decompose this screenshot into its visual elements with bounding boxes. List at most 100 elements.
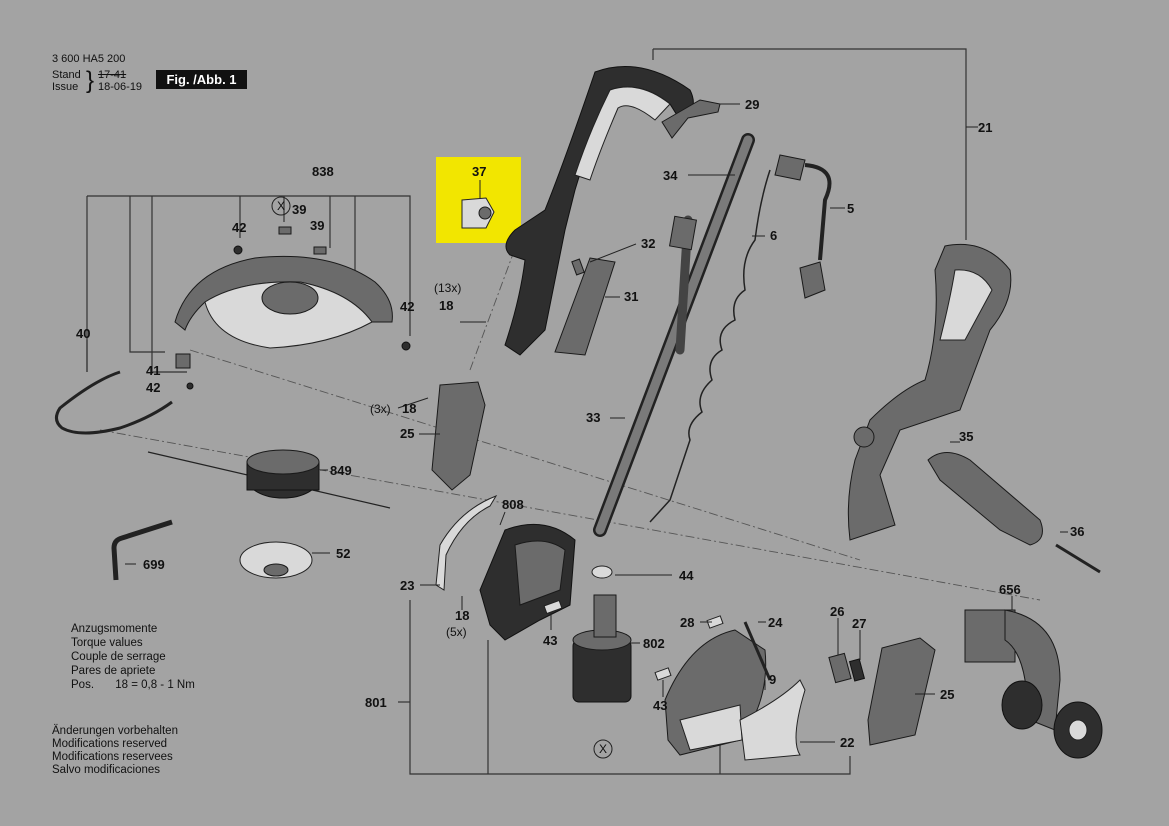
part-label-42: 42	[232, 220, 246, 235]
wheel-656-hub	[1068, 719, 1088, 741]
group-bracket-21	[653, 48, 967, 240]
part-label-9: 9	[769, 672, 776, 687]
handle-half-21-right-inner	[939, 269, 993, 341]
allen-key-699	[111, 519, 173, 581]
plug-5	[774, 154, 806, 181]
part-label-39: 39	[310, 218, 324, 233]
spool-cap-52-center	[263, 563, 289, 577]
part-label-44: 44	[679, 568, 694, 583]
pin-28	[706, 615, 724, 629]
group-bracket-838	[151, 196, 187, 373]
modifications-line: Änderungen vorbehalten	[52, 725, 178, 737]
brace-glyph: }	[86, 67, 95, 94]
torque-line: Torque values	[71, 637, 143, 649]
spool-cap-52	[239, 541, 313, 579]
assembly-axis	[469, 234, 521, 371]
part-label-22: 22	[840, 735, 854, 750]
part-label-838: 838	[312, 164, 334, 179]
document-header: 3 600 HA5 200 Stand Issue } 17-41 18-06-…	[52, 53, 142, 93]
hinge-21	[853, 426, 875, 448]
torque-pos-row: Pos. 18 = 0,8 - 1 Nm	[71, 678, 195, 692]
spring-27	[848, 658, 866, 682]
tube-33-highlight	[595, 135, 753, 535]
part-label-52: 52	[336, 546, 350, 561]
modifications-line: Salvo modificaciones	[52, 764, 161, 776]
part-label-18: 18	[439, 298, 453, 313]
stand-label: Stand	[52, 69, 81, 81]
part-label-24: 24	[768, 615, 783, 630]
part-label-35: 35	[959, 429, 973, 444]
part-label-25: 25	[940, 687, 954, 702]
bracket-41	[175, 353, 191, 369]
guard-838-inner	[204, 281, 373, 349]
part-label-28: 28	[680, 615, 694, 630]
part-label-699: 699	[143, 557, 165, 572]
screw-42	[186, 382, 194, 390]
knob-37-center	[478, 206, 492, 220]
torque-line: Couple de serrage	[71, 651, 166, 663]
part-label-39: 39	[292, 202, 306, 217]
plug-5-end	[799, 261, 826, 299]
figure-label: Fig. /Abb. 1	[156, 70, 247, 89]
part-label-41: 41	[146, 363, 160, 378]
x-marker	[271, 196, 291, 216]
wheel-kit-656-bracket	[1004, 609, 1061, 731]
part-label-qty-5x: (5x)	[446, 625, 467, 639]
modifications-line: Modifications reserved	[52, 738, 168, 750]
edge-guide-40	[55, 370, 173, 435]
torque-line: Anzugsmomente	[71, 623, 158, 635]
part-label-802: 802	[643, 636, 665, 651]
x-marker-label: X	[277, 199, 285, 213]
handle-half-21-inner	[574, 86, 671, 181]
torque-pos-label: Pos.	[71, 679, 95, 691]
rod-34-cap	[668, 215, 698, 251]
switch-29	[661, 99, 721, 139]
cover-25	[431, 381, 486, 491]
part-label-32: 32	[641, 236, 655, 251]
part-label-656: 656	[999, 582, 1021, 597]
motor-802-brushes	[593, 594, 617, 638]
part-label-34: 34	[663, 168, 678, 183]
part-label-43: 43	[543, 633, 557, 648]
bolt-36	[1055, 543, 1101, 574]
torque-line: Pares de apriete	[71, 665, 156, 677]
stand-value: 17-41	[98, 69, 127, 81]
part-label-42: 42	[400, 299, 414, 314]
cover-22	[739, 679, 806, 761]
part-label-26: 26	[830, 604, 844, 619]
part-label-21: 21	[978, 120, 992, 135]
damper-43	[543, 599, 563, 615]
knob-37	[461, 197, 495, 229]
part-label-23: 23	[400, 578, 414, 593]
guard-838-hub	[261, 281, 319, 315]
cover-25	[867, 637, 936, 746]
part-label-18: 18	[402, 401, 416, 416]
part-label-808: 808	[502, 497, 524, 512]
part-label-849: 849	[330, 463, 352, 478]
part-label-801: 801	[365, 695, 387, 710]
issue-label: Issue	[52, 81, 79, 93]
lever-26	[828, 652, 852, 684]
part-label-29: 29	[745, 97, 759, 112]
modifications-line: Modifications reservees	[52, 751, 173, 763]
wheel-656	[1001, 680, 1043, 730]
screw-42	[401, 341, 411, 351]
part-label-qty-13x: (13x)	[434, 281, 461, 295]
leader-lines	[86, 103, 1068, 743]
aux-handle-35	[927, 452, 1043, 546]
part-label-37: 37	[472, 164, 486, 179]
x-marker	[593, 739, 613, 759]
group-bracket-838	[87, 195, 411, 336]
part-label-25: 25	[400, 426, 414, 441]
spool-849-top	[246, 449, 320, 475]
torque-values-note: Anzugsmomente Torque values Couple de se…	[71, 622, 195, 692]
part-label-qty-3x: (3x)	[370, 402, 391, 416]
part-label-43: 43	[653, 698, 667, 713]
cable-5	[804, 163, 832, 261]
clip-39	[313, 246, 327, 255]
cable-6	[649, 169, 771, 523]
part-label-42: 42	[146, 380, 160, 395]
part-label-5: 5	[847, 201, 854, 216]
cover-23	[435, 495, 498, 591]
